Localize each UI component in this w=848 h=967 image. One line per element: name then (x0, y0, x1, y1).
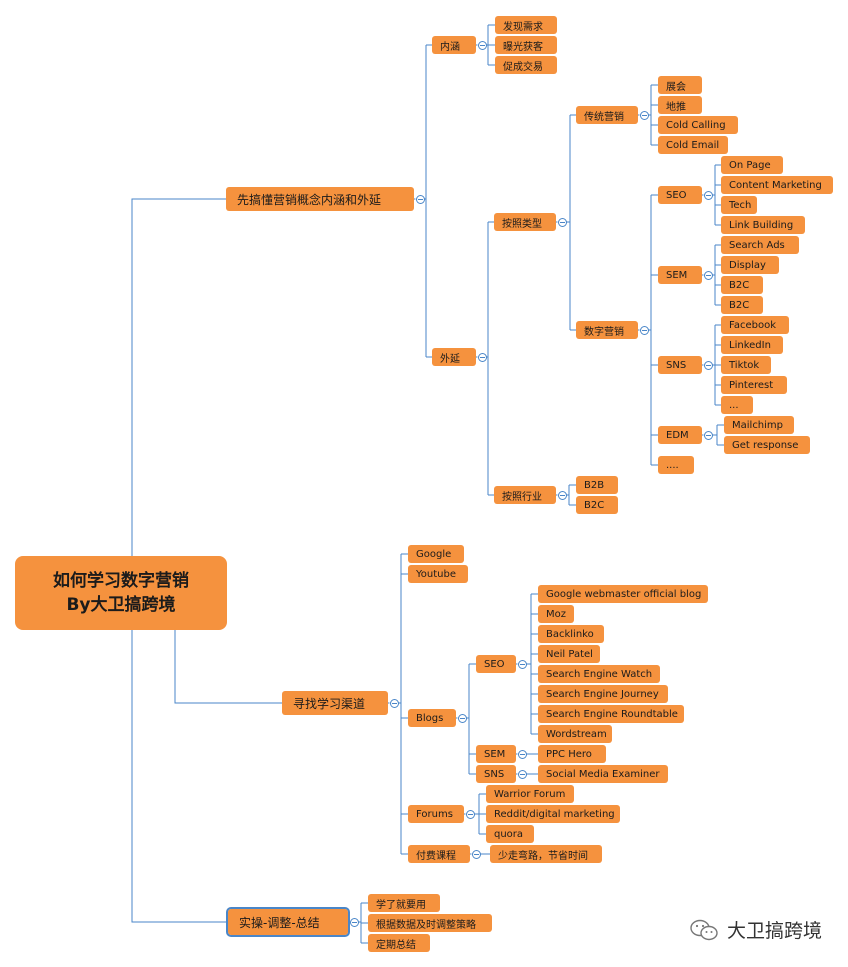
collapse-toggle-icon[interactable] (517, 749, 527, 759)
node-google[interactable]: Google (408, 545, 464, 563)
root-title-line: 如何学习数字营销 (53, 571, 189, 591)
industry-item-2[interactable]: B2C (576, 496, 618, 514)
sns-item-5[interactable]: ... (721, 396, 753, 414)
seo-item-1[interactable]: On Page (721, 156, 783, 174)
collapse-toggle-icon[interactable] (389, 698, 399, 708)
neihan-item-1[interactable]: 发现需求 (495, 16, 557, 34)
wechat-icon (690, 919, 718, 940)
traditional-item-4[interactable]: Cold Email (658, 136, 728, 154)
sns-item-4[interactable]: Pinterest (721, 376, 787, 394)
sem-item-2[interactable]: Display (721, 256, 779, 274)
node-blogs-seo[interactable]: SEO (476, 655, 516, 673)
node-neihan[interactable]: 内涵 (432, 36, 476, 54)
traditional-item-2[interactable]: 地推 (658, 96, 702, 114)
node-waiyan[interactable]: 外延 (432, 348, 476, 366)
collapse-toggle-icon[interactable] (639, 325, 649, 335)
forum-item-2[interactable]: Reddit/digital marketing (486, 805, 620, 823)
paid-course-item[interactable]: 少走弯路，节省时间 (490, 845, 602, 863)
collapse-toggle-icon[interactable] (415, 194, 425, 204)
collapse-toggle-icon[interactable] (703, 190, 713, 200)
collapse-toggle-icon[interactable] (639, 110, 649, 120)
node-more[interactable]: .... (658, 456, 694, 474)
blog-sem-item[interactable]: PPC Hero (538, 745, 606, 763)
node-by-type[interactable]: 按照类型 (494, 213, 556, 231)
collapse-toggle-icon[interactable] (477, 352, 487, 362)
node-blogs-sns[interactable]: SNS (476, 765, 516, 783)
neihan-item-3[interactable]: 促成交易 (495, 56, 557, 74)
node-youtube[interactable]: Youtube (408, 565, 468, 583)
branch-learning-channels[interactable]: 寻找学习渠道 (282, 691, 388, 715)
collapse-toggle-icon[interactable] (349, 917, 359, 927)
seo-item-3[interactable]: Tech (721, 196, 757, 214)
edm-item-1[interactable]: Mailchimp (724, 416, 794, 434)
node-seo[interactable]: SEO (658, 186, 702, 204)
watermark-text: 大卫搞跨境 (726, 920, 822, 942)
node-sem[interactable]: SEM (658, 266, 702, 284)
collapse-toggle-icon[interactable] (517, 659, 527, 669)
sem-item-1[interactable]: Search Ads (721, 236, 799, 254)
node-blogs-sem[interactable]: SEM (476, 745, 516, 763)
collapse-toggle-icon[interactable] (457, 713, 467, 723)
forum-item-1[interactable]: Warrior Forum (486, 785, 574, 803)
sns-item-3[interactable]: Tiktok (721, 356, 771, 374)
node-paid-courses[interactable]: 付费课程 (408, 845, 470, 863)
connector-line (131, 198, 226, 556)
branch-marketing-concepts[interactable]: 先搞懂营销概念内涵和外延 (226, 187, 414, 211)
seo-item-4[interactable]: Link Building (721, 216, 805, 234)
practice-item-1[interactable]: 学了就要用 (368, 894, 440, 912)
blog-seo-item-7[interactable]: Search Engine Roundtable (538, 705, 684, 723)
branch-practice[interactable]: 实操-调整-总结 (226, 907, 350, 937)
blog-seo-item-3[interactable]: Backlinko (538, 625, 604, 643)
practice-item-3[interactable]: 定期总结 (368, 934, 430, 952)
blog-seo-item-4[interactable]: Neil Patel (538, 645, 600, 663)
collapse-toggle-icon[interactable] (471, 849, 481, 859)
node-traditional-marketing[interactable]: 传统营销 (576, 106, 638, 124)
root-node[interactable]: 如何学习数字营销 By大卫搞跨境 (15, 556, 227, 630)
node-digital-marketing[interactable]: 数字营销 (576, 321, 638, 339)
collapse-toggle-icon[interactable] (465, 809, 475, 819)
connector-line (174, 630, 282, 704)
watermark: 大卫搞跨境 (689, 916, 822, 943)
traditional-item-1[interactable]: 展会 (658, 76, 702, 94)
connector-line (131, 630, 228, 923)
node-sns[interactable]: SNS (658, 356, 702, 374)
blog-sns-item[interactable]: Social Media Examiner (538, 765, 668, 783)
sns-item-1[interactable]: Facebook (721, 316, 789, 334)
neihan-item-2[interactable]: 曝光获客 (495, 36, 557, 54)
sem-item-3[interactable]: B2C (721, 276, 763, 294)
collapse-toggle-icon[interactable] (703, 430, 713, 440)
traditional-item-3[interactable]: Cold Calling (658, 116, 738, 134)
practice-item-2[interactable]: 根据数据及时调整策略 (368, 914, 492, 932)
seo-item-2[interactable]: Content Marketing (721, 176, 833, 194)
blog-seo-item-2[interactable]: Moz (538, 605, 574, 623)
collapse-toggle-icon[interactable] (557, 490, 567, 500)
collapse-toggle-icon[interactable] (517, 769, 527, 779)
industry-item-1[interactable]: B2B (576, 476, 618, 494)
collapse-toggle-icon[interactable] (703, 270, 713, 280)
node-forums[interactable]: Forums (408, 805, 464, 823)
blog-seo-item-5[interactable]: Search Engine Watch (538, 665, 660, 683)
node-by-industry[interactable]: 按照行业 (494, 486, 556, 504)
edm-item-2[interactable]: Get response (724, 436, 810, 454)
sem-item-4[interactable]: B2C (721, 296, 763, 314)
blog-seo-item-8[interactable]: Wordstream (538, 725, 612, 743)
blog-seo-item-6[interactable]: Search Engine Journey (538, 685, 668, 703)
collapse-toggle-icon[interactable] (703, 360, 713, 370)
root-title-line: By大卫搞跨境 (66, 595, 176, 615)
node-blogs[interactable]: Blogs (408, 709, 456, 727)
collapse-toggle-icon[interactable] (477, 40, 487, 50)
forum-item-3[interactable]: quora (486, 825, 534, 843)
node-edm[interactable]: EDM (658, 426, 702, 444)
sns-item-2[interactable]: LinkedIn (721, 336, 783, 354)
blog-seo-item-1[interactable]: Google webmaster official blog (538, 585, 708, 603)
collapse-toggle-icon[interactable] (557, 217, 567, 227)
